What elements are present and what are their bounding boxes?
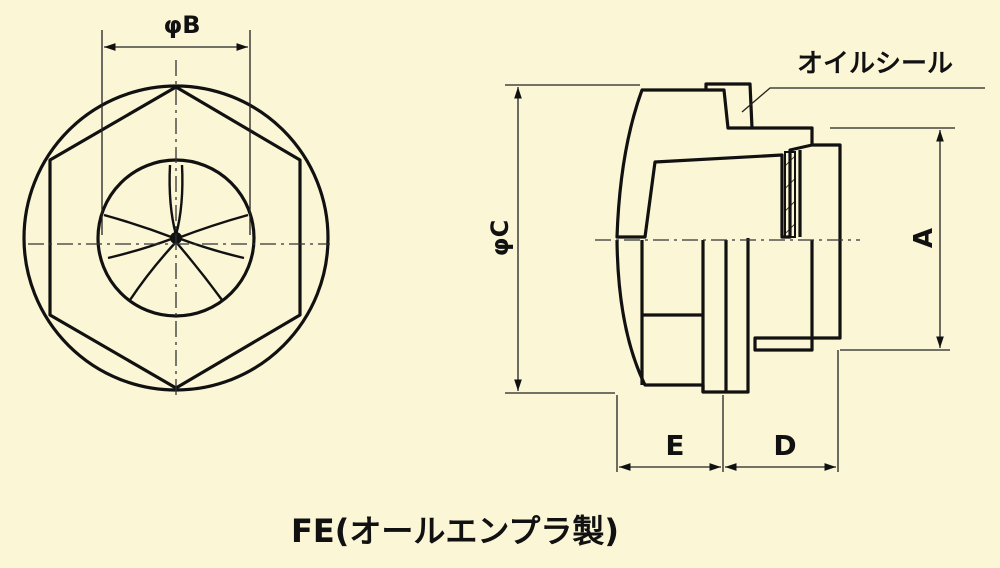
oil-seal-label: オイルシール <box>797 49 953 79</box>
seal-strip <box>784 151 796 238</box>
hatched-section <box>615 88 814 239</box>
dimension-b-label: φB <box>163 11 200 39</box>
body-lines <box>640 240 814 392</box>
thread-part <box>798 143 842 340</box>
dimension-c-label: φC <box>486 220 514 256</box>
dimension-d-label: D <box>773 429 796 462</box>
side-section-view: φC A E D オイルシール <box>486 49 985 472</box>
oil-seal-ring <box>704 82 754 129</box>
dimension-e-label: E <box>665 429 684 462</box>
caption: FE(オールエンプラ製) <box>291 512 619 550</box>
hex-body-lower <box>615 238 750 394</box>
front-view: φB <box>22 11 330 395</box>
dimension-a-label: A <box>909 228 939 248</box>
oil-seal-leader <box>741 87 985 113</box>
